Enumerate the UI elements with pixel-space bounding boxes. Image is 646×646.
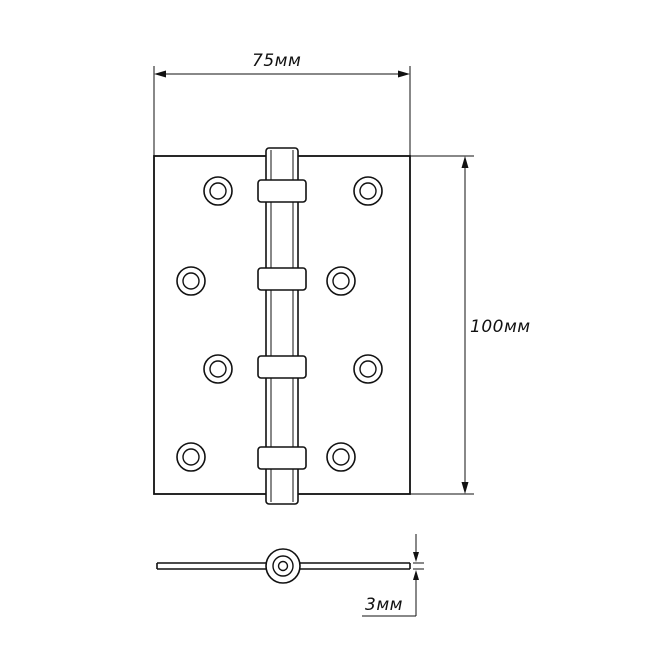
thickness-label: 3мм (365, 595, 403, 615)
screw-hole (326, 266, 356, 296)
hinge-side-view (156, 548, 411, 584)
width-label: 75мм (252, 51, 301, 71)
hinge-knuckle-4 (257, 446, 307, 470)
width-arrow-left (154, 70, 166, 78)
screw-hole (203, 176, 233, 206)
hinge-knuckle-1 (257, 179, 307, 203)
screw-hole (353, 354, 383, 384)
screw-hole (176, 442, 206, 472)
side-barrel-pin (277, 560, 289, 572)
screw-hole (353, 176, 383, 206)
height-label: 100мм (470, 317, 531, 337)
hinge-knuckle-3 (257, 355, 307, 379)
thickness-dimension: 3мм (362, 534, 424, 617)
height-dimension: 100мм (410, 155, 531, 495)
thickness-arrow-bottom (413, 570, 419, 580)
height-arrow-top (461, 156, 469, 168)
screw-hole (203, 354, 233, 384)
hinge-front-view (153, 147, 411, 505)
width-arrow-right (398, 70, 410, 78)
screw-hole (176, 266, 206, 296)
hinge-knuckle-2 (257, 267, 307, 291)
width-dimension: 75мм (153, 51, 411, 156)
screw-hole (326, 442, 356, 472)
height-arrow-bottom (461, 482, 469, 494)
hinge-barrel (265, 147, 299, 505)
thickness-arrow-top (413, 552, 419, 562)
